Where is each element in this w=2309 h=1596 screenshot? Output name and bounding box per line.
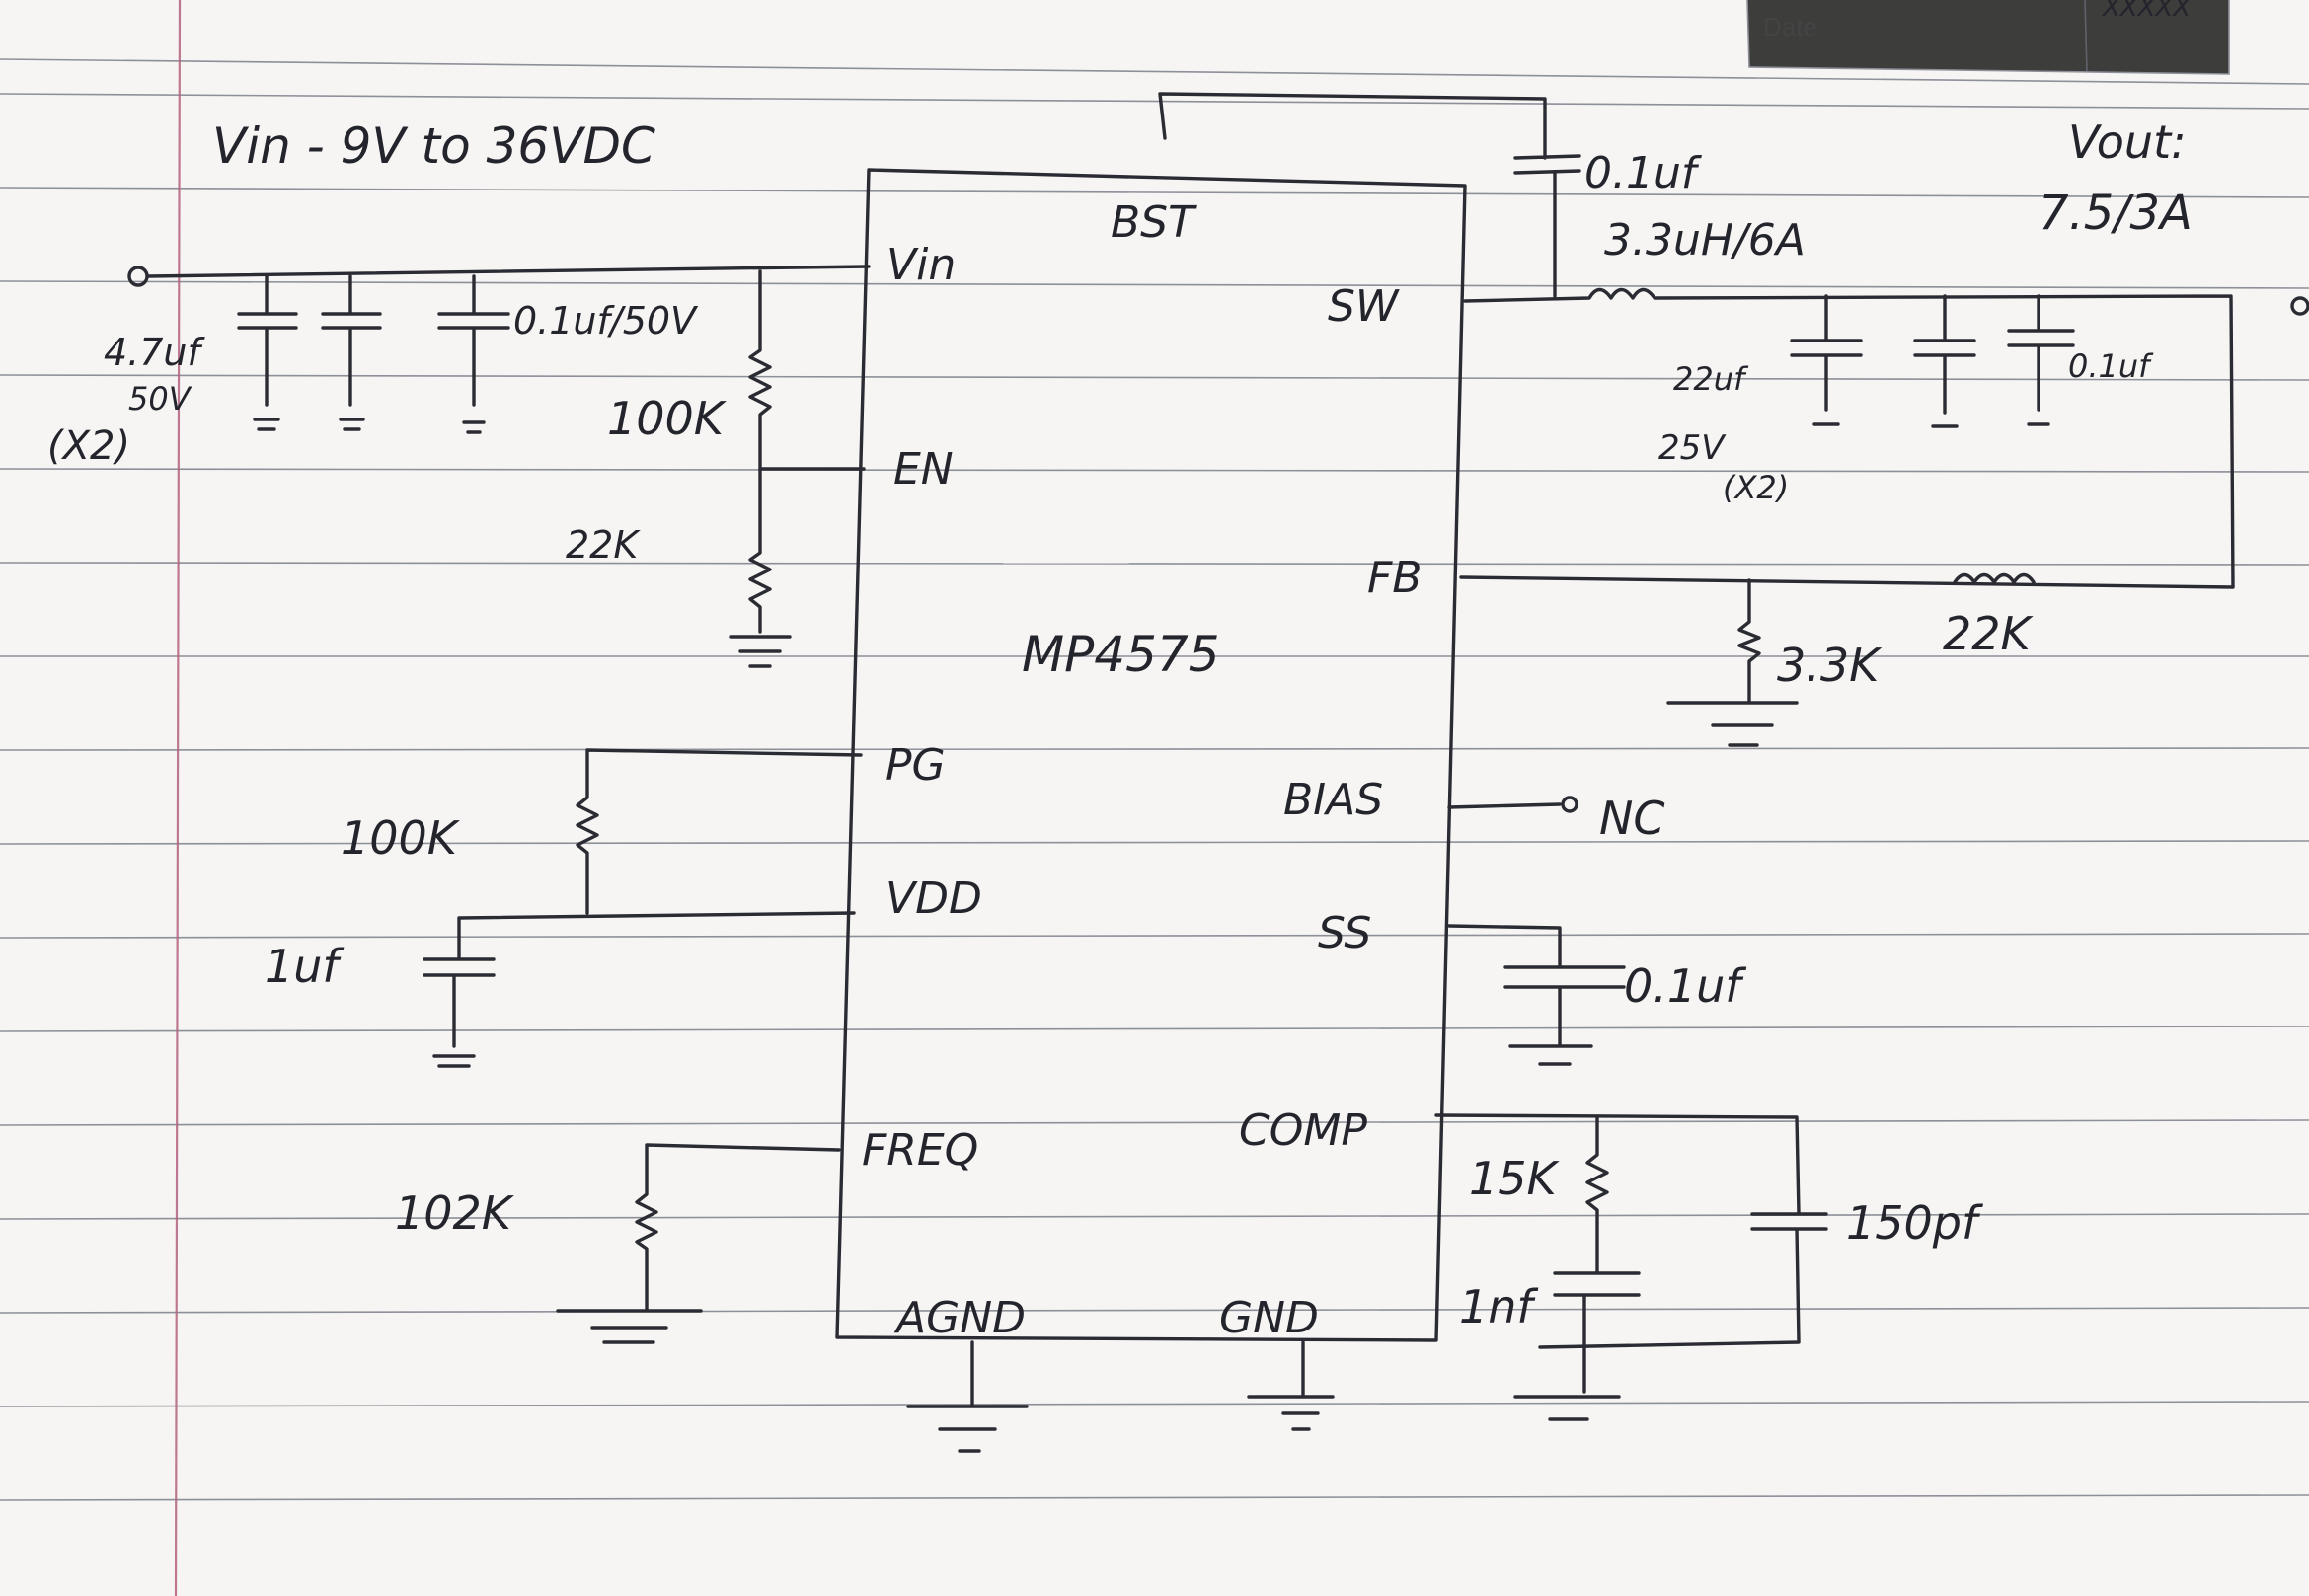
pin-ss: SS xyxy=(1318,908,1371,958)
vout-label: Vout: xyxy=(2068,115,2187,169)
pin-comp: COMP xyxy=(1239,1105,1367,1156)
pin-bst: BST xyxy=(1111,197,1197,248)
pin-freq: FREQ xyxy=(862,1125,978,1176)
r-freq-value: 102K xyxy=(395,1186,515,1240)
pin-sw: SW xyxy=(1328,281,1400,332)
input-network: Vin - 9V to 36VDC 4.7uf 50V (X2) 0.1uf/5… xyxy=(47,117,1335,1453)
cin-bulk-value: 4.7uf xyxy=(104,331,206,374)
pin-bias: BIAS xyxy=(1283,775,1383,825)
bias-nc: NC xyxy=(1599,792,1665,845)
r-fb-bot-value: 3.3K xyxy=(1777,639,1883,692)
r-en-bot-value: 22K xyxy=(566,523,641,567)
l-out-value: 3.3uH/6A xyxy=(1604,215,1806,266)
vout-terminal xyxy=(2290,296,2309,316)
cout-bulk-qty: (X2) xyxy=(1723,469,1789,506)
vout-value: 7.5/3A xyxy=(2039,186,2193,241)
date-label: Date xyxy=(1763,12,1817,41)
c-comp-hf-value: 150pf xyxy=(1846,1196,1983,1250)
pin-vin: Vin xyxy=(886,240,956,290)
pin-agnd: AGND xyxy=(893,1293,1026,1343)
c-vdd-value: 1uf xyxy=(265,940,344,993)
date-box: Date XXXXX xyxy=(1746,0,2230,75)
ic-mp4575: MP4575 Vin EN PG VDD FREQ AGND BST SW FB… xyxy=(835,168,1467,1343)
cin-bulk-voltage: 50V xyxy=(128,380,192,418)
pin-gnd: GND xyxy=(1219,1293,1319,1343)
pin-fb: FB xyxy=(1367,553,1423,603)
cout-bulk-voltage: 25V xyxy=(1658,428,1727,468)
pin-en: EN xyxy=(893,444,954,494)
pin-pg: PG xyxy=(885,740,946,791)
r-fb-top-value: 22K xyxy=(1943,607,2035,660)
nc-terminal xyxy=(1561,796,1578,813)
c-ss-value: 0.1uf xyxy=(1624,959,1746,1013)
r-comp-value: 15K xyxy=(1469,1152,1561,1205)
corner-mark: XXXXX xyxy=(2101,0,2192,23)
c-bst-value: 0.1uf xyxy=(1584,148,1703,198)
r-pg-value: 100K xyxy=(341,811,461,865)
cout-hf-value: 0.1uf xyxy=(2068,347,2154,385)
cin-bulk-qty: (X2) xyxy=(47,423,130,469)
c-comp-value: 1nf xyxy=(1459,1280,1538,1333)
r-en-top-value: 100K xyxy=(607,392,728,445)
vin-terminal xyxy=(127,266,149,287)
pin-vdd: VDD xyxy=(885,874,982,924)
ic-name: MP4575 xyxy=(1022,626,1220,683)
output-network: 0.1uf 3.3uH/6A Vout: 7.5/3A 22uf 25V (X2… xyxy=(1158,92,2309,1421)
cin-hf-value: 0.1uf/50V xyxy=(513,299,699,342)
cout-bulk-value: 22uf xyxy=(1673,360,1749,398)
vin-range: Vin - 9V to 36VDC xyxy=(212,117,655,175)
